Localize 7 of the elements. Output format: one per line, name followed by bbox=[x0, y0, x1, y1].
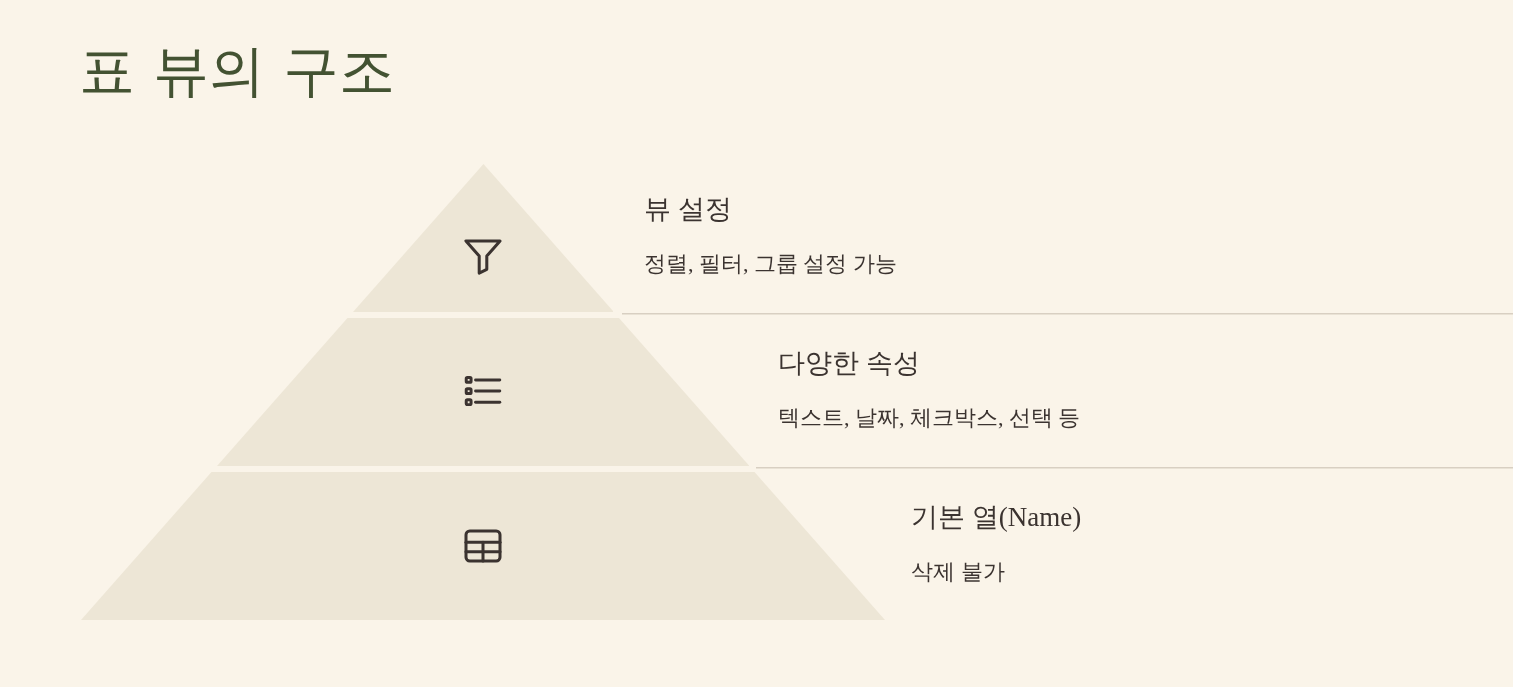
tier-description: 텍스트, 날짜, 체크박스, 선택 등 bbox=[778, 404, 1081, 432]
title: 표 뷰의 구조 bbox=[79, 37, 395, 105]
tier-heading: 다양한 속성 bbox=[778, 347, 920, 380]
tier-heading: 뷰 설정 bbox=[644, 193, 732, 226]
tier-description: 정렬, 필터, 그룹 설정 가능 bbox=[644, 250, 897, 278]
tier-heading: 기본 열(Name) bbox=[911, 501, 1082, 534]
tier-description: 삭제 불가 bbox=[911, 558, 1005, 586]
